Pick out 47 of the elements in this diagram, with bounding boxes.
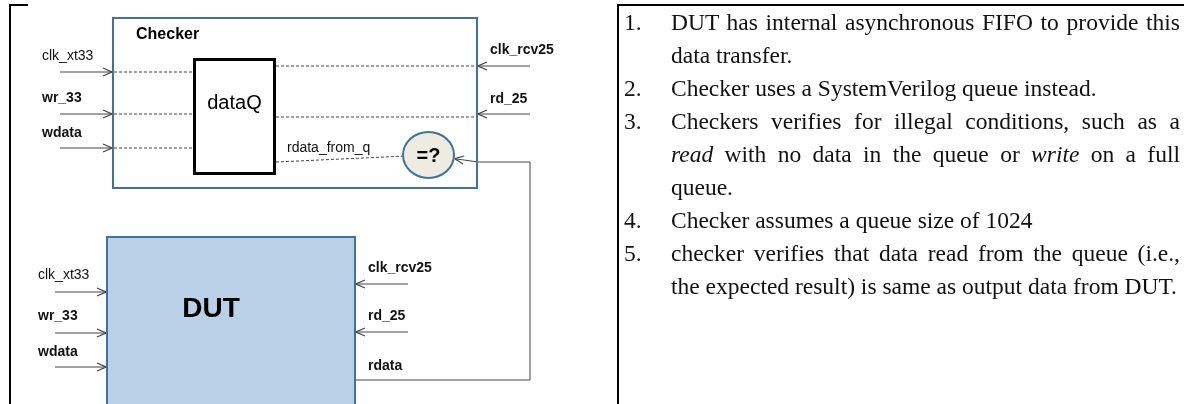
arrow [54, 328, 107, 338]
note-text: 2. [624, 74, 643, 103]
box-title: Checker [136, 25, 200, 43]
comparator-label: =? [416, 143, 441, 167]
note-text: Checkers verifies for illegal conditions, such as a read with no data in the queue or write on a full queue. [671, 107, 1180, 202]
connector-line [113, 71, 194, 73]
note-text: 3. [624, 107, 643, 136]
arrow [59, 143, 113, 153]
connector-line [275, 116, 477, 118]
signal-label: wr_33 [38, 307, 78, 323]
box-title: DUT [182, 292, 240, 324]
arrow [355, 155, 531, 381]
module-box [106, 236, 356, 404]
signal-label: clk_xt33 [42, 47, 94, 63]
note-text: 5. [624, 239, 643, 268]
note-text: 4. [624, 206, 643, 235]
box-title: dataQ [207, 91, 262, 114]
signal-label: wdata [38, 343, 78, 359]
arrow [59, 109, 113, 119]
signal-label: clk_rcv25 [490, 41, 554, 57]
note-text: Checker uses a SystemVerilog queue instead. [671, 74, 1098, 103]
signal-label: rdata_from_q [287, 139, 371, 155]
note-text: Checker assumes a queue size of 1024 [671, 206, 1034, 235]
signal-label: wdata [42, 124, 82, 140]
comparator-circle [402, 131, 455, 179]
arrow [59, 67, 113, 77]
arrow [355, 279, 409, 289]
signal-label: rd_25 [368, 307, 406, 323]
signal-label: wr_33 [42, 89, 82, 105]
signal-label: rdata [368, 357, 403, 373]
queue-box [193, 58, 276, 175]
module-box [112, 17, 478, 189]
connector-line [113, 147, 194, 149]
signal-label: clk_xt33 [38, 266, 90, 282]
arrow [477, 109, 531, 119]
note-text: DUT has internal asynchronous FIFO to provide this data transfer. [671, 8, 1180, 70]
note-text: 1. [624, 8, 643, 37]
arrow [54, 362, 107, 372]
connector-line [113, 113, 194, 115]
signal-label: clk_rcv25 [368, 259, 432, 275]
arrow [355, 327, 409, 337]
note-text: checker verifies that data read from the queue (i.e., the expected result) is same as output data from DUT. [671, 239, 1180, 301]
arrow [54, 287, 107, 297]
signal-label: rd_25 [490, 90, 528, 106]
connector-line [275, 65, 477, 67]
arrow [477, 61, 531, 71]
connector-line [275, 155, 403, 163]
